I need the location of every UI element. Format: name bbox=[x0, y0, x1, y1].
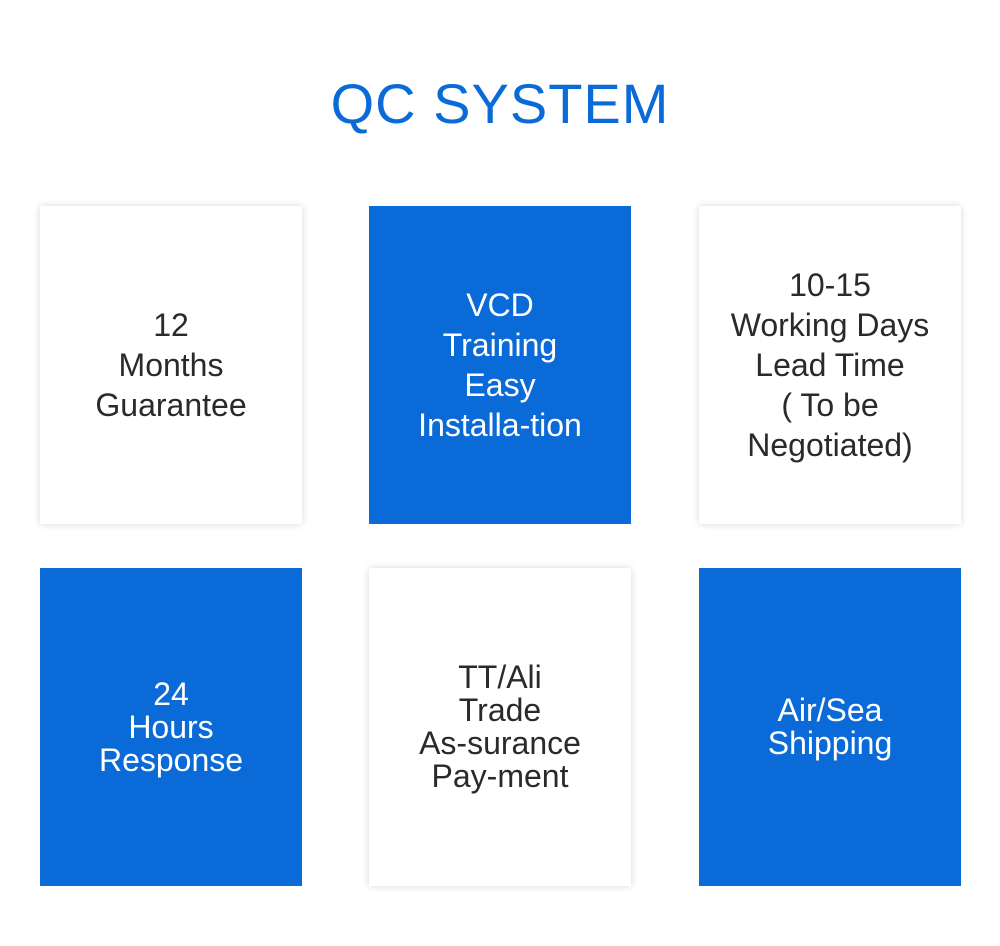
card-response: 24 Hours Response bbox=[40, 568, 302, 886]
card-training-text: VCD Training Easy Installa-tion bbox=[418, 287, 582, 443]
card-shipping: Air/Sea Shipping bbox=[699, 568, 961, 886]
card-guarantee-text: 12 Months Guarantee bbox=[95, 307, 247, 423]
card-shipping-text: Air/Sea Shipping bbox=[767, 692, 893, 761]
card-guarantee: 12 Months Guarantee bbox=[40, 206, 302, 524]
page-title: QC SYSTEM bbox=[330, 72, 670, 135]
card-lead-time: 10-15 Working Days Lead Time ( To be Neg… bbox=[699, 206, 961, 524]
card-training: VCD Training Easy Installa-tion bbox=[369, 206, 631, 524]
card-payment-text: TT/Ali Trade As-surance Pay-ment bbox=[419, 659, 581, 794]
card-lead-time-text: 10-15 Working Days Lead Time ( To be Neg… bbox=[730, 267, 930, 463]
card-payment: TT/Ali Trade As-surance Pay-ment bbox=[369, 568, 631, 886]
card-response-text: 24 Hours Response bbox=[98, 675, 244, 778]
